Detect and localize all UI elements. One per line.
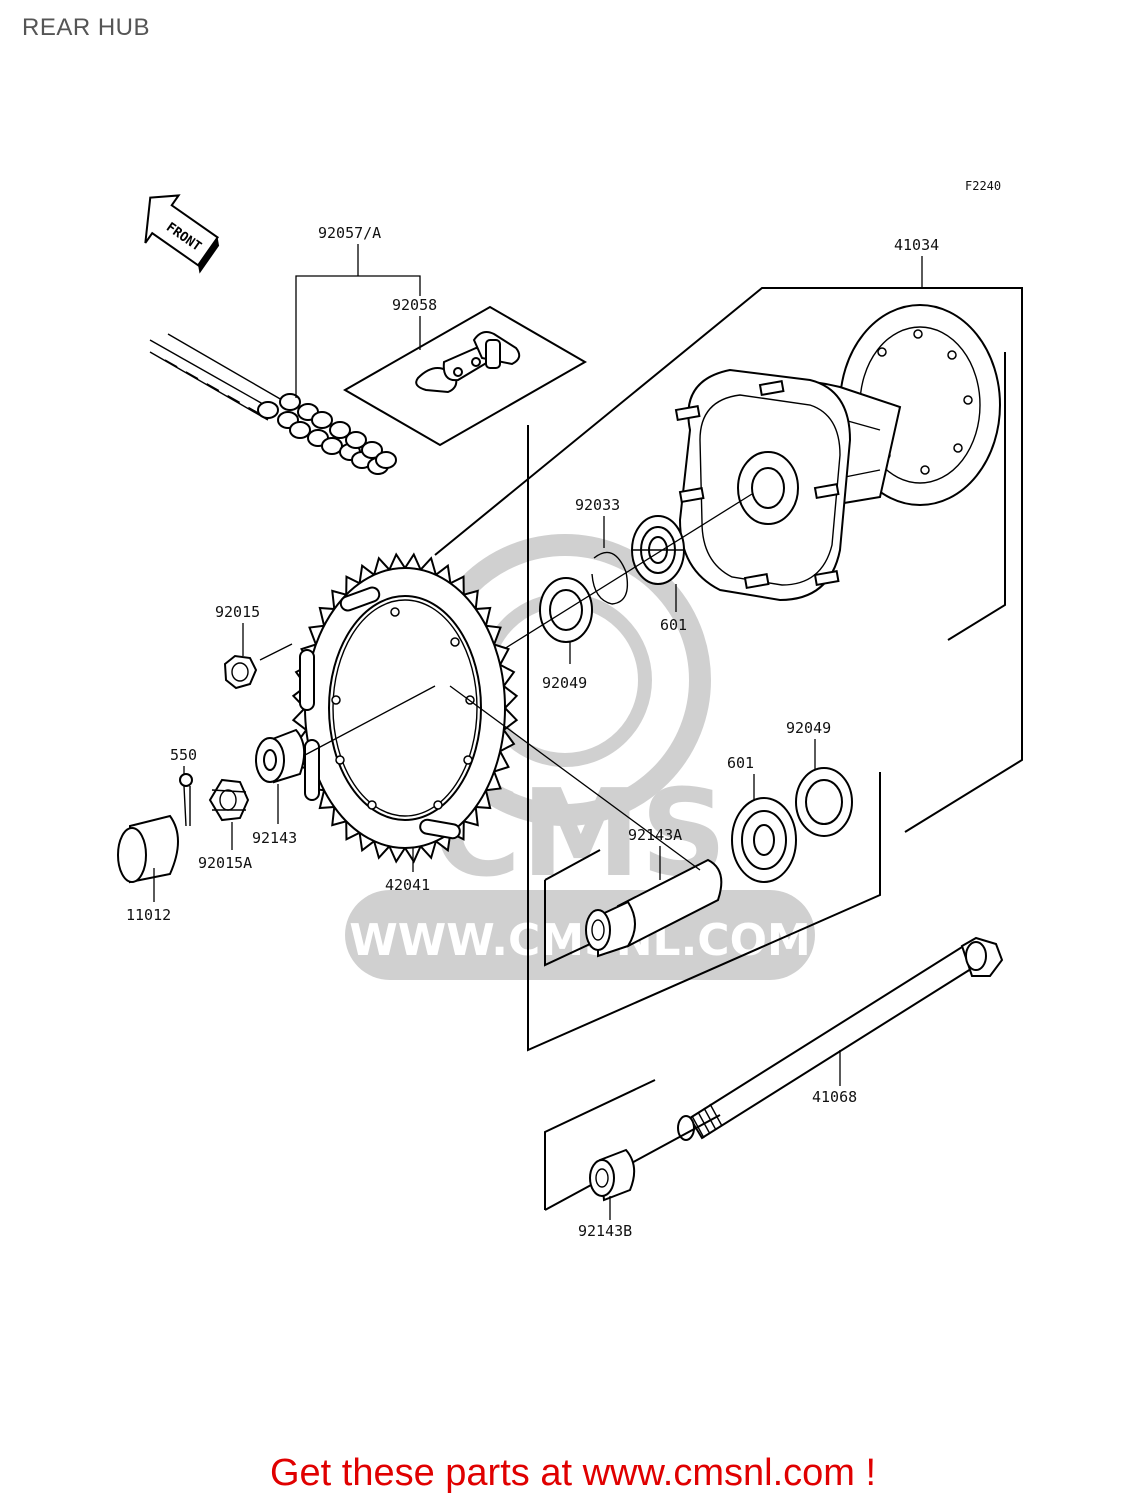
figure-code: F2240 bbox=[965, 179, 1001, 193]
axle-castle-nut bbox=[208, 778, 250, 822]
label-11012[interactable]: 11012 bbox=[126, 906, 171, 924]
label-92015A[interactable]: 92015A bbox=[198, 854, 252, 872]
label-41068[interactable]: 41068 bbox=[812, 1088, 857, 1106]
label-92143A[interactable]: 92143A bbox=[628, 826, 682, 844]
axle-cap bbox=[117, 814, 179, 884]
axle-collar bbox=[589, 1148, 636, 1202]
sprocket-collar bbox=[255, 728, 306, 784]
cotter-pin bbox=[179, 773, 193, 827]
drive-chain bbox=[149, 333, 397, 475]
label-92049-bottom[interactable]: 92049 bbox=[786, 719, 831, 737]
label-92058[interactable]: 92058 bbox=[392, 296, 437, 314]
wheel-bearing-top bbox=[631, 515, 685, 585]
rear-axle bbox=[677, 936, 1004, 1141]
master-link-clip bbox=[415, 331, 521, 394]
sprocket-nut bbox=[223, 654, 258, 690]
label-92033[interactable]: 92033 bbox=[575, 496, 620, 514]
oil-seal-bottom bbox=[795, 767, 853, 837]
label-92143[interactable]: 92143 bbox=[252, 829, 297, 847]
rear-sprocket bbox=[291, 552, 519, 864]
wheel-bearing-bottom bbox=[731, 797, 797, 883]
promo-link[interactable]: Get these parts at www.cmsnl.com ! bbox=[269, 1452, 877, 1494]
label-550[interactable]: 550 bbox=[170, 746, 197, 764]
page-title: REAR HUB bbox=[22, 14, 151, 41]
label-92049-top[interactable]: 92049 bbox=[542, 674, 587, 692]
circlip bbox=[591, 551, 629, 605]
label-92057A[interactable]: 92057/A bbox=[318, 224, 381, 242]
label-41034[interactable]: 41034 bbox=[894, 236, 939, 254]
label-601-bottom[interactable]: 601 bbox=[727, 754, 754, 772]
label-92143B[interactable]: 92143B bbox=[578, 1222, 632, 1240]
label-42041[interactable]: 42041 bbox=[385, 876, 430, 894]
label-92015[interactable]: 92015 bbox=[215, 603, 260, 621]
label-601-top[interactable]: 601 bbox=[660, 616, 687, 634]
oil-seal-top bbox=[539, 577, 593, 643]
rear-hub-body bbox=[674, 304, 1001, 602]
watermark-url: WWW.CMSNL.COM bbox=[349, 915, 811, 966]
front-arrow-icon: FRONT bbox=[144, 194, 220, 274]
distance-collar bbox=[585, 858, 723, 958]
